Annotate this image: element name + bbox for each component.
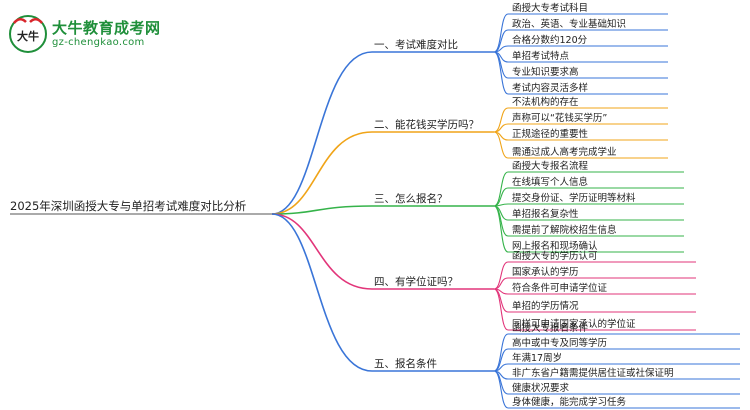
branch-connector [271, 205, 373, 215]
logo-title: 大牛教育成考网 [52, 19, 161, 37]
branch-label: 三、怎么报名？ [374, 192, 448, 205]
leaf-label: 合格分数约120分 [512, 34, 588, 46]
branch-label: 四、有学位证吗？ [374, 275, 458, 288]
leaf-connector [493, 131, 509, 159]
leaf-label: 健康状况要求 [512, 382, 570, 394]
leaf-label: 国家承认的学历 [512, 266, 579, 278]
logo-mark-text: 大牛 [17, 29, 39, 43]
branches: 一、考试难度对比 函授大专考试科目政治、英语、专业基础知识合格分数约120分单招考… [271, 2, 740, 409]
leaf-label: 考试内容灵活多样 [512, 82, 588, 94]
leaf-connector [493, 261, 509, 290]
leaf-label: 专业知识要求高 [512, 66, 579, 78]
leaf-label: 符合条件可申请学位证 [512, 282, 608, 294]
brand-logo: 大牛 大牛教育成考网 gz-chengkao.com [8, 14, 178, 54]
leaf-label: 声称可以“花钱买学历” [512, 112, 607, 124]
branch-connector [271, 213, 373, 372]
branch-3: 三、怎么报名？ 函授大专报名流程在线填写个人信息提交身份证、学历证明等材料单招报名… [271, 160, 684, 253]
logo-url: gz-chengkao.com [52, 37, 145, 48]
leaf-label: 函授大专考试科目 [512, 2, 588, 14]
branch-label: 五、报名条件 [374, 357, 437, 370]
leaf-label: 高中或中专及同等学历 [512, 337, 607, 349]
leaf-label: 年满17周岁 [512, 352, 562, 364]
leaf-label: 需提前了解院校招生信息 [512, 224, 617, 236]
leaf-label: 函授大专报名流程 [512, 160, 589, 172]
leaf-label: 提交身份证、学历证明等材料 [512, 192, 636, 204]
leaf-label: 需通过成人高考完成学业 [512, 146, 617, 158]
branch-connector [271, 51, 373, 215]
leaf-connector [493, 205, 509, 253]
leaf-connector [493, 51, 509, 95]
root-topic: 2025年深圳函授大专与单招考试难度对比分析 [10, 199, 246, 213]
leaf-label: 函授大专的学历认可 [512, 250, 598, 262]
leaf-label: 身体健康，能完成学习任务 [512, 396, 627, 408]
leaf-connector [493, 288, 509, 331]
leaf-connector [493, 13, 509, 53]
leaf-connector [493, 333, 509, 372]
leaf-connector [493, 370, 509, 409]
bull-logo-icon: 大牛 [9, 15, 47, 53]
leaf-label: 同样可申请国家承认的学位证 [512, 318, 636, 330]
leaf-label: 函授大专报名条件 [512, 322, 589, 334]
branch-connector [271, 131, 373, 215]
leaf-label: 政治、英语、专业基础知识 [512, 18, 626, 30]
leaf-label: 非广东省户籍需提供居住证或社保证明 [512, 367, 674, 379]
branch-5: 五、报名条件 函授大专报名条件高中或中专及同等学历年满17周岁非广东省户籍需提供居… [271, 213, 740, 409]
leaf-label: 单招考试特点 [512, 50, 570, 62]
branch-4: 四、有学位证吗？ 函授大专的学历认可国家承认的学历符合条件可申请学位证单招的学历情… [271, 213, 696, 331]
leaf-label: 网上报名和现场确认 [512, 240, 598, 252]
leaf-label: 正规途径的重要性 [512, 128, 589, 140]
leaf-label: 单招的学历情况 [512, 300, 579, 312]
branch-label: 二、能花钱买学历吗？ [374, 118, 479, 131]
leaf-label: 单招报名复杂性 [512, 208, 579, 220]
branch-connector [271, 213, 373, 290]
leaf-label: 在线填写个人信息 [512, 176, 588, 188]
branch-label: 一、考试难度对比 [374, 38, 458, 51]
branch-1: 一、考试难度对比 函授大专考试科目政治、英语、专业基础知识合格分数约120分单招考… [271, 2, 668, 215]
leaf-label: 不法机构的存在 [512, 96, 579, 108]
